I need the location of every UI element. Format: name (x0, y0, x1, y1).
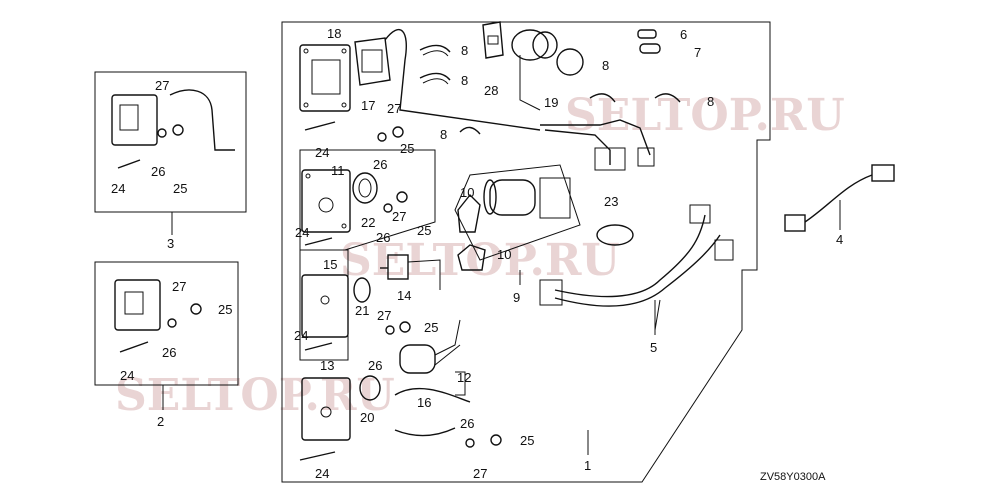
callout-27: 27 (387, 101, 401, 116)
callout-28: 28 (484, 83, 498, 98)
watermark-text: SELTOP.RU (565, 90, 845, 141)
mounting-plate-18 (299, 44, 351, 112)
callout-26: 26 (373, 157, 387, 172)
callout-25: 25 (218, 302, 232, 317)
callout-8: 8 (461, 73, 468, 88)
callout-27: 27 (392, 209, 406, 224)
callout-2: 2 (157, 414, 164, 429)
extension-cable-4 (784, 164, 895, 232)
callout-17: 17 (361, 98, 375, 113)
callout-25: 25 (424, 320, 438, 335)
switch-assembly-2 (114, 279, 161, 331)
fuse-6 (637, 29, 657, 39)
cable-bundle (540, 119, 651, 165)
callout-24: 24 (120, 368, 134, 383)
callout-24: 24 (315, 145, 329, 160)
watermark-group: SELTOP.RU SELTOP.RU SELTOP.RU (115, 90, 845, 421)
callout-24: 24 (111, 181, 125, 196)
callout-4: 4 (836, 232, 843, 247)
callout-11: 11 (331, 163, 345, 178)
group-outline-toggle (299, 249, 349, 361)
callout-25: 25 (173, 181, 187, 196)
callout-26: 26 (162, 345, 176, 360)
callout-8: 8 (707, 94, 714, 109)
callout-13: 13 (320, 358, 334, 373)
nut-21 (353, 277, 371, 303)
group-outline-switch (299, 149, 436, 251)
callout-16: 16 (417, 395, 431, 410)
callout-23: 23 (604, 194, 618, 209)
callout-22: 22 (361, 215, 375, 230)
callout-26: 26 (151, 164, 165, 179)
callout-24: 24 (295, 225, 309, 240)
washer-nut-set (157, 124, 502, 448)
callout-10: 10 (497, 247, 511, 262)
mounting-plate-11 (301, 169, 351, 233)
screw-24 (117, 121, 336, 461)
wire-harness-5 (539, 204, 734, 331)
callout-26: 26 (460, 416, 474, 431)
toggle-switch-14 (380, 254, 441, 290)
main-switch-9 (454, 164, 581, 261)
callout-8: 8 (440, 127, 447, 142)
diagram-code: ZV58Y0300A (760, 471, 826, 483)
callout-27: 27 (473, 466, 487, 481)
callout-26: 26 (368, 358, 382, 373)
main-frame (281, 21, 771, 483)
callout-12: 12 (457, 370, 471, 385)
callout-3: 3 (167, 236, 174, 251)
callout-7: 7 (694, 45, 701, 60)
callout-9: 9 (513, 290, 520, 305)
key-10 (457, 193, 486, 271)
callout-25: 25 (400, 141, 414, 156)
bezel-20 (359, 375, 381, 401)
connector-cluster (594, 147, 655, 171)
callout-27: 27 (377, 308, 391, 323)
callout-18: 18 (327, 26, 341, 41)
callout-26: 26 (376, 230, 390, 245)
callout-14: 14 (397, 288, 411, 303)
callout-21: 21 (355, 303, 369, 318)
callout-25: 25 (417, 223, 431, 238)
callout-15: 15 (323, 257, 337, 272)
callout-19: 19 (544, 95, 558, 110)
cable-strap-23 (596, 224, 634, 246)
switch-12 (399, 319, 461, 374)
holder-28 (482, 21, 504, 59)
emergency-switch-17 (354, 28, 541, 131)
cord-16 (394, 387, 471, 437)
callout-24: 24 (294, 328, 308, 343)
fuse-holder-7 (639, 43, 661, 54)
callout-8: 8 (602, 58, 609, 73)
callout-6: 6 (680, 27, 687, 42)
mounting-plate-15 (301, 274, 349, 338)
callout-8: 8 (461, 43, 468, 58)
callout-24: 24 (315, 466, 329, 481)
switch-assembly-3 (111, 89, 235, 151)
callout-25: 25 (520, 433, 534, 448)
callout-labels: 1 2 3 4 5 6 7 8 8 8 8 8 9 10 10 11 12 13… (111, 26, 843, 481)
callout-27: 27 (155, 78, 169, 93)
leader-lines (162, 200, 841, 455)
frame-part-2 (94, 261, 239, 386)
callout-27: 27 (172, 279, 186, 294)
frame-part-3 (94, 71, 247, 213)
clip-8 (419, 44, 681, 135)
callout-5: 5 (650, 340, 657, 355)
callout-20: 20 (360, 410, 374, 425)
mounting-plate-13 (301, 377, 351, 441)
callout-1: 1 (584, 458, 591, 473)
callout-10: 10 (460, 185, 474, 200)
seal-22 (352, 172, 378, 204)
lanyard-switch-19 (511, 29, 584, 111)
